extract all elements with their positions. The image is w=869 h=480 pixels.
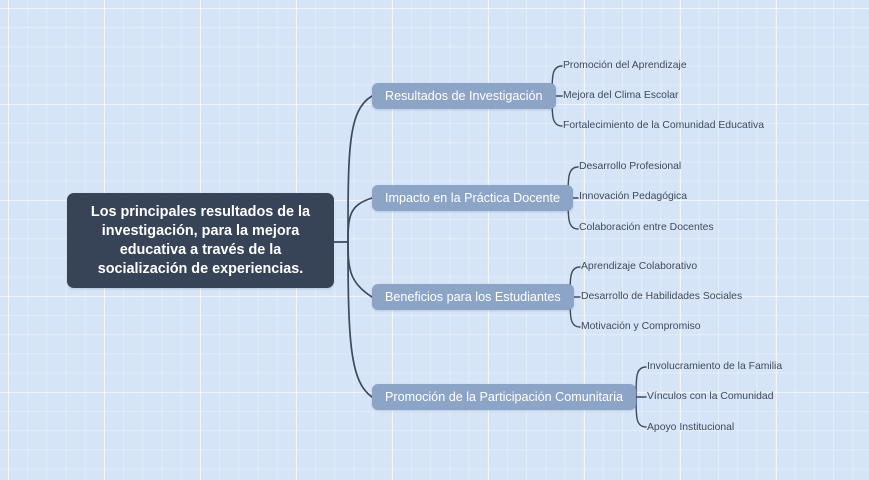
edge-root-to-branch-3 xyxy=(347,241,373,298)
edge-root-to-branch-4 xyxy=(347,241,373,398)
branch-node-1-label: Resultados de Investigación xyxy=(385,88,543,103)
branch-node-2[interactable]: Impacto en la Práctica Docente xyxy=(372,185,574,211)
edge-branch-4-leaves xyxy=(635,366,647,428)
branch-node-4-label: Promoción de la Participación Comunitari… xyxy=(385,389,623,404)
leaf-4-3[interactable]: Apoyo Institucional xyxy=(647,422,735,433)
branch-node-3[interactable]: Beneficios para los Estudiantes xyxy=(372,284,574,310)
root-node[interactable]: Los principales resultados de la investi… xyxy=(67,193,334,288)
leaf-2-3[interactable]: Colaboración entre Docentes xyxy=(579,222,714,233)
leaf-4-1[interactable]: Involucramiento de la Familia xyxy=(647,361,783,372)
leaf-2-2[interactable]: Innovación Pedagógica xyxy=(579,191,688,202)
leaf-3-2[interactable]: Desarrollo de Habilidades Sociales xyxy=(581,291,743,302)
leaf-1-3[interactable]: Fortalecimiento de la Comunidad Educativ… xyxy=(563,120,764,131)
leaf-4-2[interactable]: Vínculos con la Comunidad xyxy=(647,391,774,402)
leaf-3-1[interactable]: Aprendizaje Colaborativo xyxy=(581,261,698,272)
leaf-2-1[interactable]: Desarrollo Profesional xyxy=(579,161,682,172)
branch-node-3-label: Beneficios para los Estudiantes xyxy=(385,289,561,304)
branch-node-2-label: Impacto en la Práctica Docente xyxy=(385,190,561,205)
root-node-label: Los principales resultados de la investi… xyxy=(90,203,311,277)
branch-node-4[interactable]: Promoción de la Participación Comunitari… xyxy=(372,384,636,410)
branch-node-1[interactable]: Resultados de Investigación xyxy=(372,83,556,109)
edge-root-to-branch-2 xyxy=(347,197,373,243)
leaf-3-3[interactable]: Motivación y Compromiso xyxy=(581,321,701,332)
leaf-1-1[interactable]: Promoción del Aprendizaje xyxy=(563,60,687,71)
leaf-1-2[interactable]: Mejora del Clima Escolar xyxy=(563,90,679,101)
edge-root-to-branch-1 xyxy=(347,95,373,243)
